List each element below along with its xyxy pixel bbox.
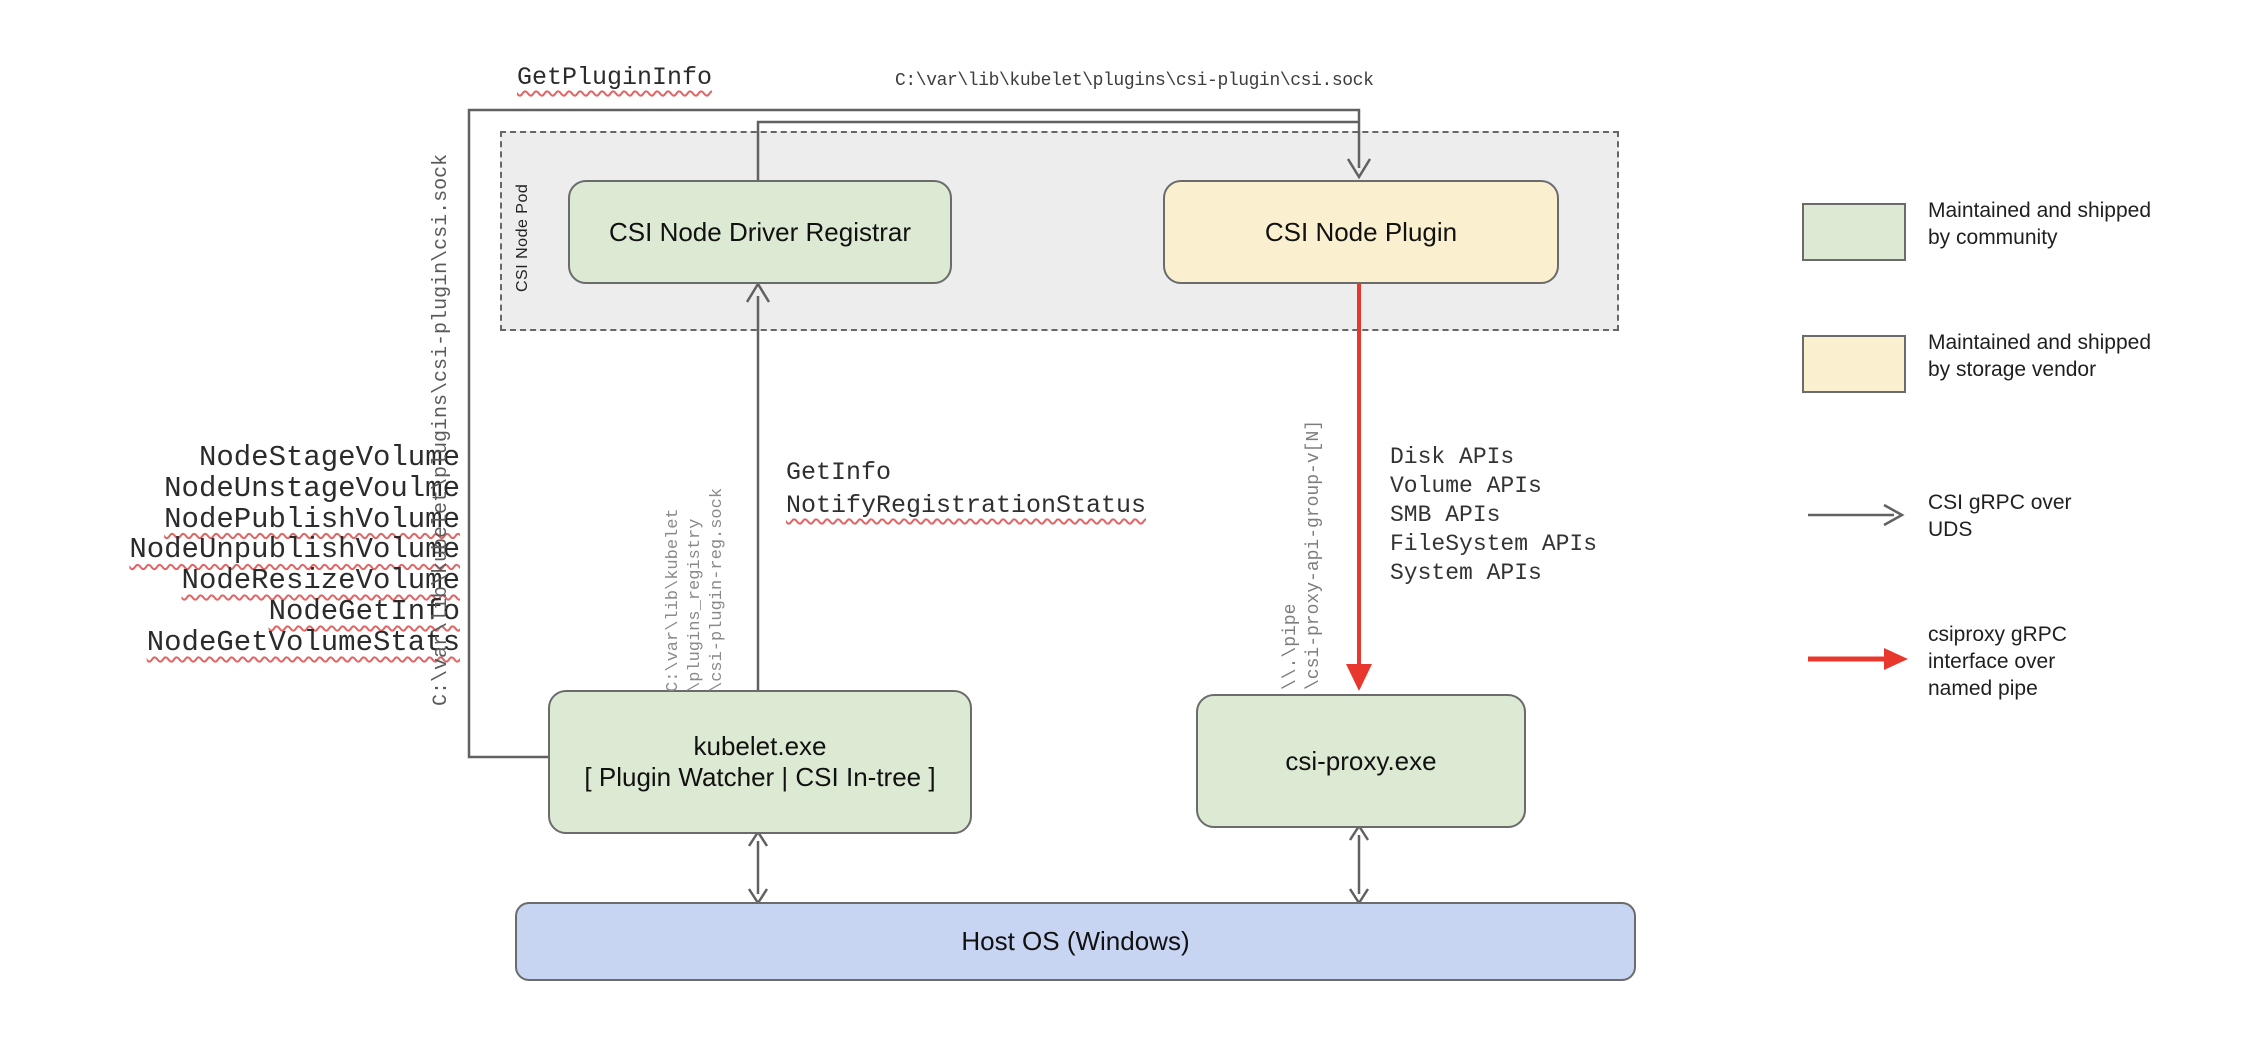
legend-vendor-line: Maintained and shipped — [1928, 331, 2152, 354]
proxy-api-list: Disk APIs Volume APIs SMB APIs FileSyste… — [1390, 443, 1597, 588]
plugin-registry-path-line: C:\var\lib\kubelet — [664, 508, 683, 692]
legend-uds-label: CSI gRPC over UDS — [1928, 489, 2072, 543]
proxy-api-item: Volume APIs — [1390, 473, 1542, 499]
csi-sock-path-top-label: C:\var\lib\kubelet\plugins\csi-plugin\cs… — [895, 71, 1374, 91]
kubelet-label-line2: [ Plugin Watcher | CSI In-tree ] — [584, 762, 936, 792]
csi-sock-path-left-label: C:\var\lib\kubelet\plugins\csi-plugin\cs… — [430, 153, 453, 706]
legend-community-label: Maintained and shipped by community — [1928, 197, 2151, 251]
node-call-item: NodeResizeVolume — [181, 564, 460, 598]
node-call-item: NodeStageVolume — [198, 441, 460, 474]
legend-namedpipe-line: csiproxy gRPC — [1928, 623, 2067, 646]
legend-vendor-label: Maintained and shipped by storage vendor — [1928, 329, 2151, 383]
kubelet-box: kubelet.exe [ Plugin Watcher | CSI In-tr… — [548, 690, 972, 834]
named-pipe-path-label: \\.\pipe \csi-proxy-api-group-v[N] — [1280, 420, 1326, 690]
csi-node-driver-registrar-label: CSI Node Driver Registrar — [609, 216, 911, 247]
proxy-api-item: FileSystem APIs — [1390, 531, 1598, 557]
node-call-item: NodeGetInfo — [268, 594, 460, 628]
legend-community-swatch — [1802, 203, 1906, 261]
legend-namedpipe-arrow-icon — [1808, 648, 1908, 670]
arrowhead-into-csiproxy-icon — [1346, 664, 1372, 691]
legend-vendor-swatch — [1802, 335, 1906, 393]
host-os-label: Host OS (Windows) — [961, 926, 1190, 956]
plugin-registry-path-line: \plugins_registry — [686, 518, 705, 692]
legend-uds-line: CSI gRPC over — [1928, 491, 2072, 514]
registration-call-item: GetInfo — [786, 458, 892, 487]
csi-proxy-label: csi-proxy.exe — [1285, 745, 1437, 776]
plugin-registry-path-line: \csi-plugin-reg.sock — [708, 487, 727, 692]
legend-namedpipe-line: interface over — [1928, 650, 2056, 673]
csi-node-driver-registrar-box: CSI Node Driver Registrar — [568, 180, 952, 284]
legend-uds-line: UDS — [1928, 518, 1973, 541]
node-call-item: NodePublishVolume — [164, 502, 460, 536]
arrowhead-up-kubelet-icon — [747, 829, 769, 847]
arrowhead-down-hostos-left-icon — [747, 888, 769, 906]
get-plugin-info-label: GetPluginInfo — [517, 63, 713, 92]
node-call-item: NodeGetVolumeStats — [146, 625, 460, 659]
named-pipe-path-line: \\.\pipe — [1281, 603, 1301, 690]
node-call-item: NodeUnstageVoulme — [164, 471, 460, 505]
registration-calls-list: GetInfo NotifyRegistrationStatus — [786, 456, 1146, 522]
legend-community-line: Maintained and shipped — [1928, 199, 2152, 222]
registration-call-item: NotifyRegistrationStatus — [786, 491, 1147, 520]
arrowhead-up-csiproxy-icon — [1348, 823, 1370, 841]
csi-proxy-box: csi-proxy.exe — [1196, 694, 1526, 828]
node-calls-list: NodeStageVolume NodeUnstageVoulme NodePu… — [100, 441, 460, 659]
csi-node-plugin-box: CSI Node Plugin — [1163, 180, 1559, 284]
csi-node-plugin-label: CSI Node Plugin — [1264, 216, 1458, 247]
named-pipe-path-line: \csi-proxy-api-group-v[N] — [1304, 419, 1324, 690]
legend-vendor-line: by storage vendor — [1928, 358, 2097, 381]
legend-namedpipe-line: named pipe — [1928, 677, 2038, 700]
legend-namedpipe-label: csiproxy gRPC interface over named pipe — [1928, 621, 2067, 702]
proxy-api-item: SMB APIs — [1390, 502, 1501, 528]
legend-community-line: by community — [1928, 226, 2058, 249]
proxy-api-item: System APIs — [1390, 560, 1542, 586]
host-os-box: Host OS (Windows) — [515, 902, 1636, 981]
kubelet-label-line1: kubelet.exe — [693, 731, 827, 761]
plugin-registry-path-label: C:\var\lib\kubelet \plugins_registry \cs… — [663, 488, 729, 692]
csi-node-pod-label: CSI Node Pod — [514, 183, 531, 292]
legend-uds-arrow-icon — [1808, 503, 1905, 527]
node-call-item: NodeUnpublishVolume — [129, 533, 460, 567]
proxy-api-item: Disk APIs — [1390, 444, 1515, 470]
arrowhead-down-hostos-right-icon — [1348, 888, 1370, 906]
